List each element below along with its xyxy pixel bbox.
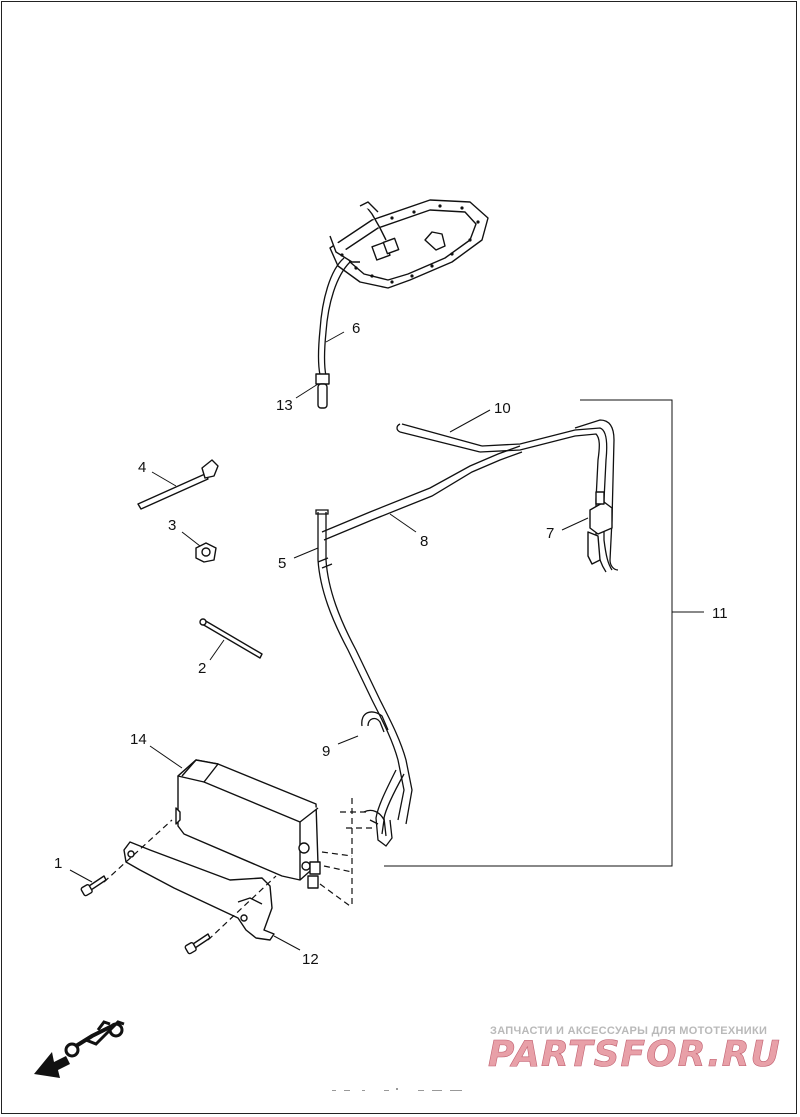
callout-8: 8 [420, 533, 428, 550]
leader-lines [69, 331, 589, 951]
callout-2: 2 [198, 660, 206, 677]
callout-11: 11 [712, 605, 728, 622]
callout-6: 6 [352, 320, 360, 337]
fitting-13 [315, 373, 330, 409]
callout-13: 13 [276, 397, 293, 414]
callout-7: 7 [546, 525, 554, 542]
motorcycle-front-arrow-icon [34, 1020, 125, 1078]
strap-4 [137, 459, 219, 510]
callout-3: 3 [168, 517, 176, 534]
bracket-11 [384, 399, 673, 867]
screw-lower [184, 933, 211, 955]
hose-6 [317, 257, 351, 377]
watermark-tagline: ЗАПЧАСТИ И АКСЕССУАРЫ ДЛЯ МОТОТЕХНИКИ [490, 1025, 767, 1037]
dashed-guides [103, 798, 372, 941]
callout-14: 14 [130, 731, 147, 748]
screw-1 [80, 875, 107, 897]
watermark-brand: PARTSFOR.RU [488, 1034, 781, 1075]
callout-5: 5 [278, 555, 286, 572]
tie-2 [199, 618, 263, 659]
callout-1: 1 [54, 855, 62, 872]
watermark: ЗАПЧАСТИ И АКСЕССУАРЫ ДЛЯ МОТОТЕХНИКИ PA… [488, 1025, 781, 1075]
callout-12: 12 [302, 951, 319, 968]
footer-marks [332, 1088, 462, 1091]
hose-assembly [315, 419, 619, 847]
callout-4: 4 [138, 459, 146, 476]
callout-labels: 1 2 3 4 5 6 7 8 9 10 11 12 13 14 [54, 320, 728, 968]
callout-9: 9 [322, 743, 330, 760]
bracket-12 [123, 841, 275, 941]
tank-plate [329, 199, 489, 289]
clip-3 [195, 542, 217, 563]
callout-10: 10 [494, 400, 511, 417]
canister-14 [175, 759, 321, 889]
